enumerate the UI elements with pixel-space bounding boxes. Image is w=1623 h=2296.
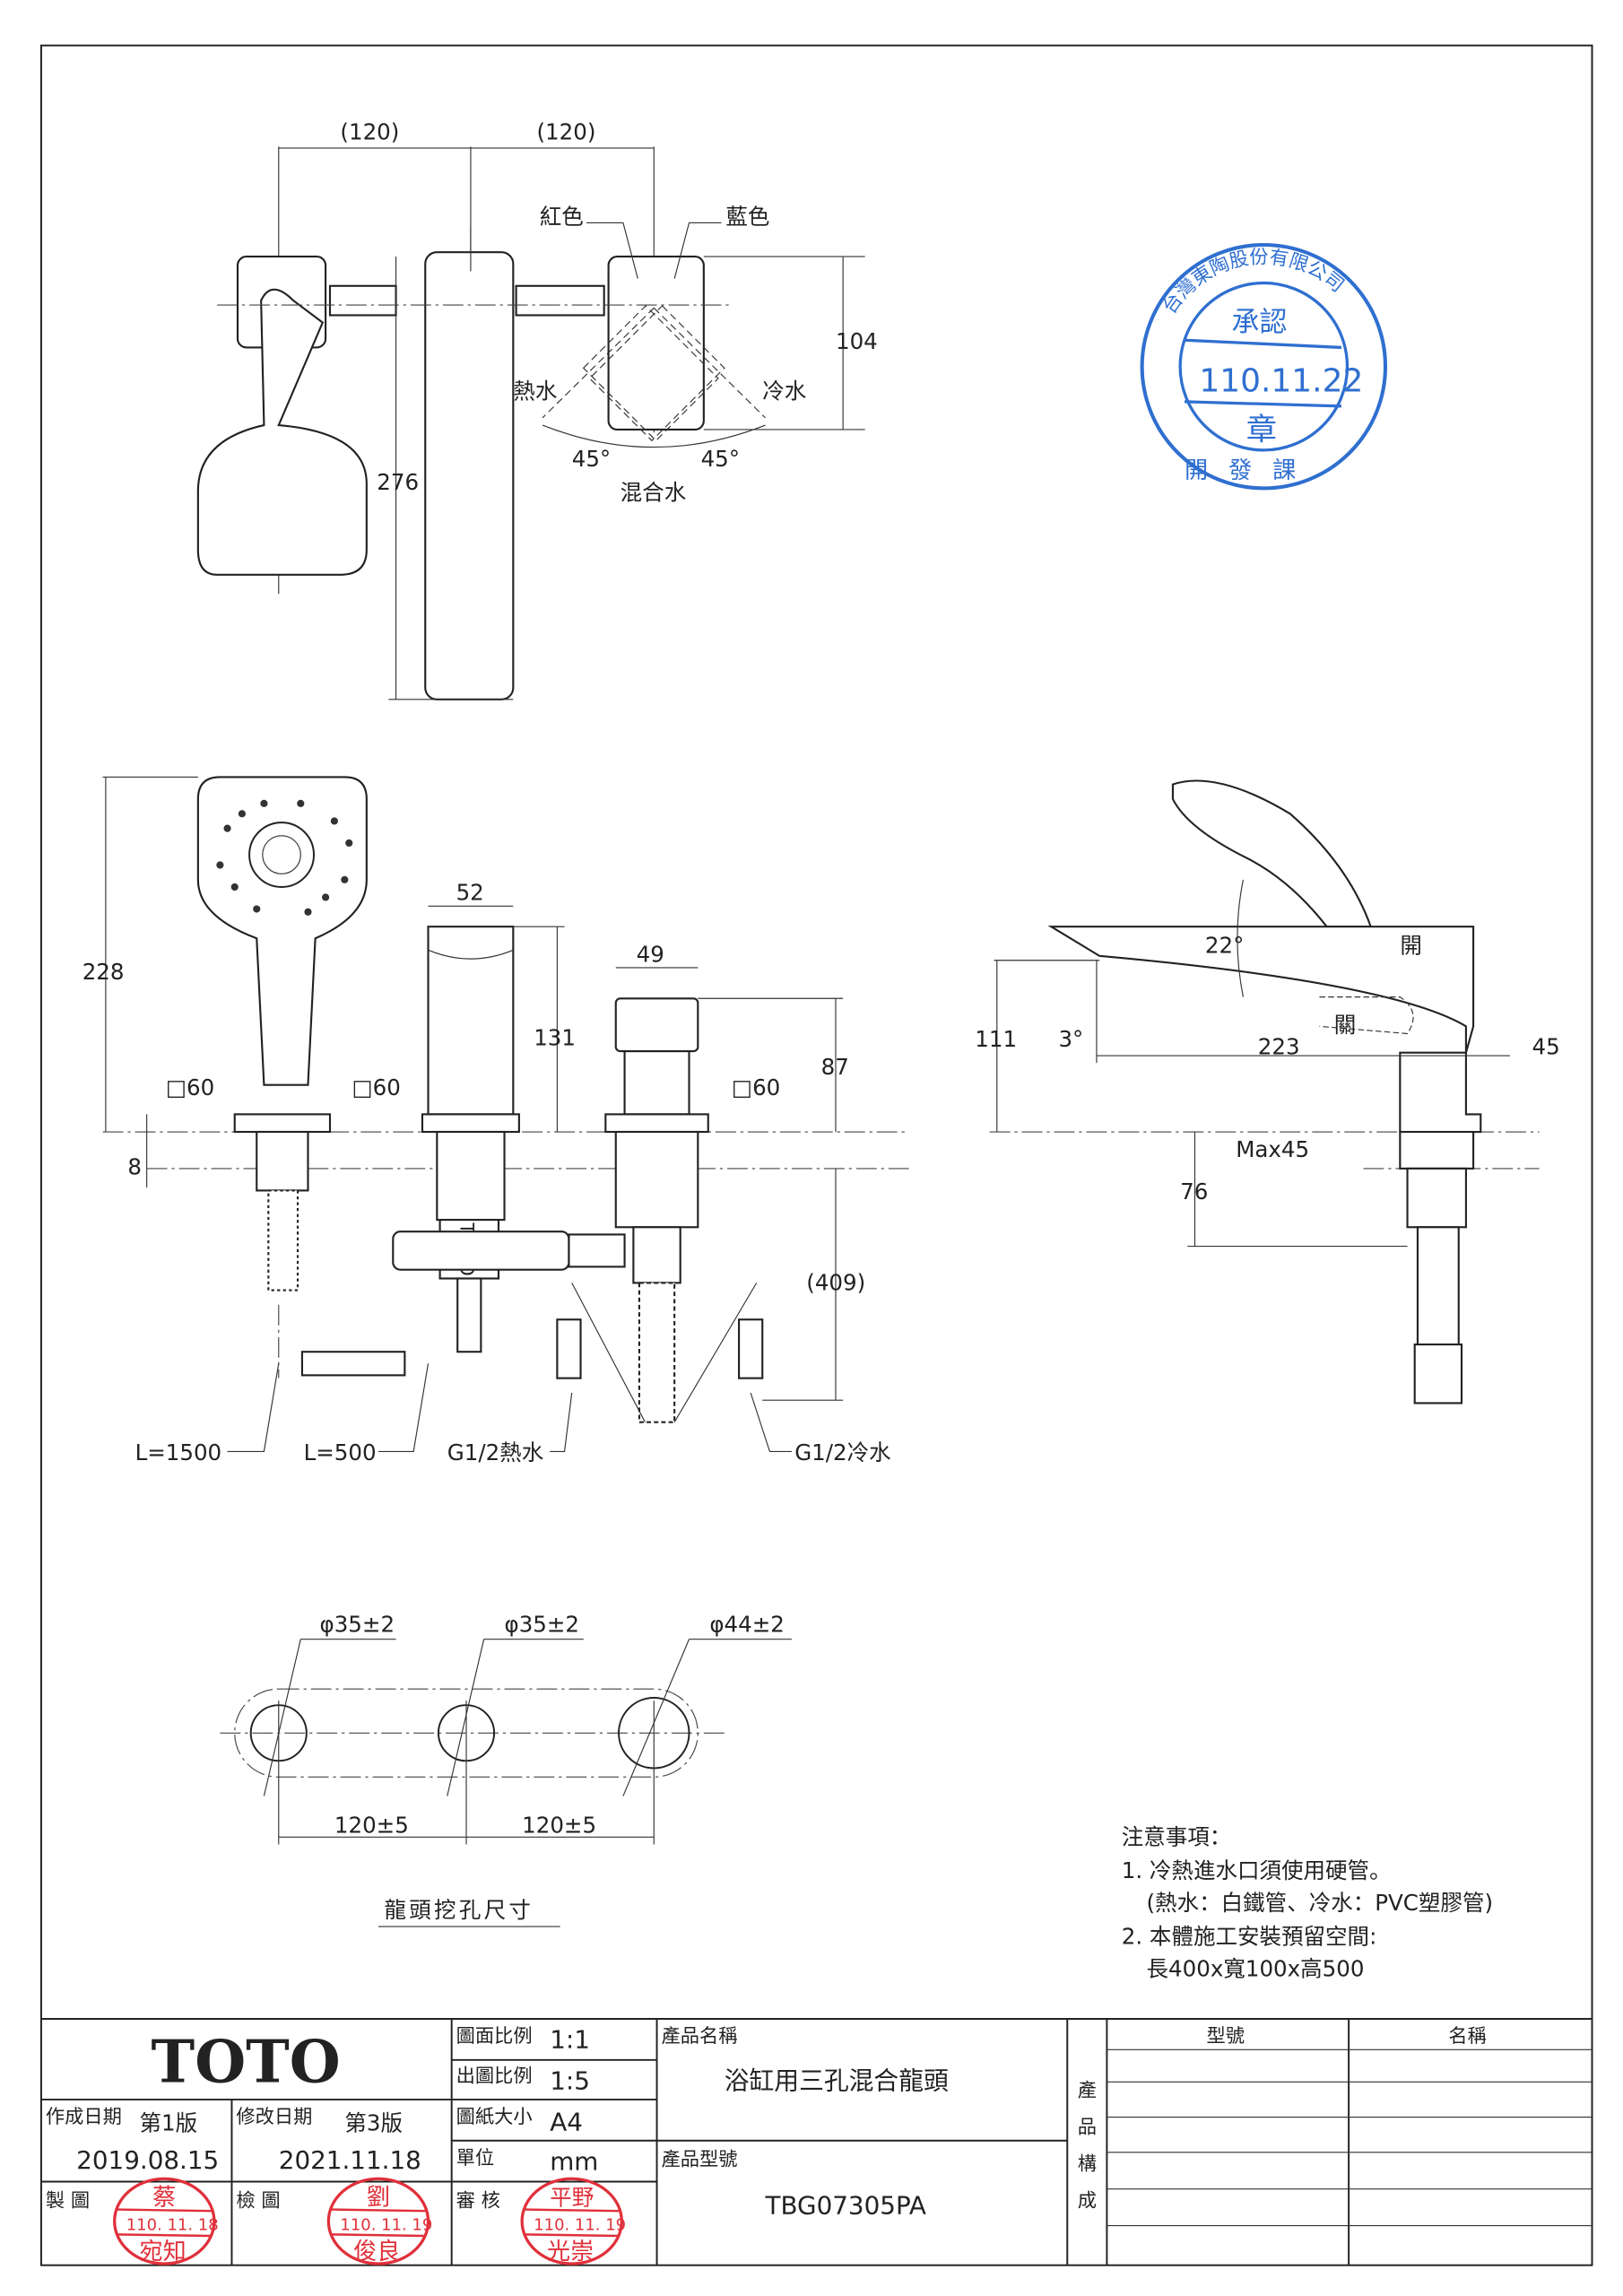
angle-open-22: 22° [1205, 933, 1244, 959]
title-block: TOTO 圖面比例 1:1 出圖比例 1:5 圖紙大小 A4 單位 mm 審 核… [40, 2018, 1593, 2266]
checked-stamp-date: 110. 11. 19 [340, 2215, 432, 2234]
pipe-length: L=500 [304, 1439, 377, 1465]
label-red: 紅色 [540, 204, 584, 230]
dim-below-409: (409) [806, 1270, 865, 1296]
product-model-label: 產品型號 [661, 2149, 737, 2171]
label-open: 開 [1400, 933, 1422, 959]
dim-reach-223: 223 [1258, 1033, 1300, 1059]
angle-spout-3: 3° [1058, 1026, 1083, 1052]
unit-label: 單位 [456, 2147, 495, 2170]
spacing-1: 120±5 [334, 1812, 409, 1838]
note-line: 1. 冷熱進水口須使用硬管。 [1122, 1857, 1392, 1883]
checked-label: 檢 圖 [236, 2189, 280, 2212]
angle-right: 45° [701, 446, 740, 472]
reviewed-stamp-date: 110. 11. 19 [534, 2215, 626, 2234]
created-date: 2019.08.15 [76, 2145, 219, 2175]
label-close: 關 [1334, 1012, 1357, 1038]
top-view: (120) (120) 104 276 紅色 藍色 熱水 冷水 45° 45° … [196, 118, 878, 700]
created-label: 作成日期 [46, 2106, 122, 2128]
drawn-label: 製 圖 [46, 2189, 90, 2212]
cold-inlet: G1/2冷水 [794, 1439, 890, 1465]
square-3: □60 [732, 1074, 780, 1100]
square-1: □60 [166, 1074, 214, 1100]
dim-spout-276: 276 [377, 469, 419, 495]
hole-3: φ44±2 [709, 1611, 785, 1637]
angle-left: 45° [572, 446, 611, 472]
paper-size: A4 [550, 2107, 583, 2136]
stamp-bottom: 章 [1246, 412, 1277, 448]
reviewed-label: 審 核 [456, 2189, 500, 2212]
label-cold: 冷水 [762, 378, 806, 404]
dim-handle-49: 49 [637, 941, 664, 967]
drawing-scale: 1:1 [550, 2025, 590, 2055]
checked-stamp: 劉 110. 11. 19 俊良 [326, 2177, 432, 2266]
created-version: 第1版 [139, 2109, 197, 2135]
dim-right-45: 45 [1532, 1033, 1559, 1059]
note-line: 2. 本體施工安裝預留空間: [1122, 1924, 1377, 1950]
dim-height-104: 104 [836, 328, 878, 354]
drawn-stamp-surname: 蔡 [152, 2185, 176, 2212]
note-line: (熱水：白鐵管、冷水：PVC塑膠管) [1147, 1890, 1494, 1916]
composition-label-char: 成 [1078, 2189, 1097, 2212]
drawn-stamp: 蔡 110. 11. 18 宛知 [113, 2177, 219, 2266]
revised-label: 修改日期 [236, 2106, 312, 2128]
product-model: TBG07305PA [765, 2190, 926, 2220]
reviewed-stamp: 平野 110. 11. 19 光崇 [520, 2177, 626, 2266]
notes: 注意事項： 1. 冷熱進水口須使用硬管。 (熱水：白鐵管、冷水：PVC塑膠管) … [1122, 1824, 1493, 1982]
label-blue: 藍色 [725, 204, 769, 230]
hole-2: φ35±2 [505, 1611, 580, 1637]
paper-size-label: 圖紙大小 [456, 2106, 533, 2128]
dim-spout-52: 52 [456, 880, 484, 906]
label-hot: 熱水 [513, 378, 557, 404]
stamp-date: 110.11.22 [1199, 362, 1363, 399]
dim-handle-87: 87 [821, 1054, 849, 1080]
dim-right: (120) [536, 118, 595, 144]
approval-stamp: 台灣東陶股份有限公司 承認 110.11.22 章 開發課 [1140, 242, 1388, 491]
checked-stamp-name: 俊良 [353, 2239, 400, 2266]
composition-label-char: 品 [1078, 2117, 1097, 2139]
product-name: 浴缸用三孔混合龍頭 [725, 2066, 949, 2096]
hot-inlet: G1/2熱水 [447, 1439, 543, 1465]
dim-shower-228: 228 [82, 959, 125, 985]
dim-height-111: 111 [975, 1026, 1017, 1052]
dim-below-76: 76 [1180, 1178, 1208, 1205]
note-line: 長400x寬100x高500 [1147, 1956, 1365, 1982]
drawn-stamp-name: 宛知 [139, 2239, 186, 2266]
composition-label-char: 產 [1078, 2080, 1097, 2102]
reviewed-stamp-name: 光崇 [547, 2239, 594, 2266]
drawn-stamp-date: 110. 11. 18 [126, 2215, 219, 2234]
hole-1: φ35±2 [320, 1611, 395, 1637]
composition-label-char: 構 [1078, 2152, 1097, 2175]
dim-left: (120) [340, 118, 399, 144]
stamp-top: 承認 [1231, 306, 1287, 338]
column-name: 名稱 [1448, 2025, 1487, 2048]
drawing-scale-label: 圖面比例 [456, 2025, 533, 2048]
hole-caption: 龍頭挖孔尺寸 [384, 1897, 534, 1923]
column-model: 型號 [1207, 2025, 1245, 2048]
spacing-2: 120±5 [522, 1812, 596, 1838]
toto-logo: TOTO [152, 2028, 341, 2096]
hole-layout: φ35±2 φ35±2 φ44±2 120±5 120±5 龍頭挖孔尺寸 [220, 1611, 792, 1927]
reviewed-stamp-surname: 平野 [550, 2185, 594, 2211]
output-scale-label: 出圖比例 [456, 2065, 533, 2087]
revised-date: 2021.11.18 [279, 2145, 421, 2175]
front-view: 228 □60 8 TOTO 52 131 □60 49 87 □60 (409… [82, 776, 909, 1465]
hose-length: L=1500 [135, 1439, 222, 1465]
unit: mm [550, 2146, 598, 2176]
checked-stamp-surname: 劉 [367, 2185, 390, 2212]
square-2: □60 [352, 1074, 401, 1100]
side-view: 111 3° 223 45 22° 開 關 Max45 76 [975, 779, 1560, 1405]
revised-version: 第3版 [344, 2109, 403, 2135]
stamp-dept: 開發課 [1185, 457, 1316, 484]
dim-deck-8: 8 [127, 1153, 142, 1179]
dim-spout-131: 131 [534, 1025, 576, 1051]
label-mixed: 混合水 [621, 479, 687, 505]
notes-title: 注意事項： [1122, 1824, 1232, 1850]
product-name-label: 產品名稱 [661, 2025, 737, 2048]
drawing-border [39, 44, 1593, 2266]
output-scale: 1:5 [550, 2066, 590, 2096]
max-thickness: Max45 [1236, 1136, 1309, 1162]
